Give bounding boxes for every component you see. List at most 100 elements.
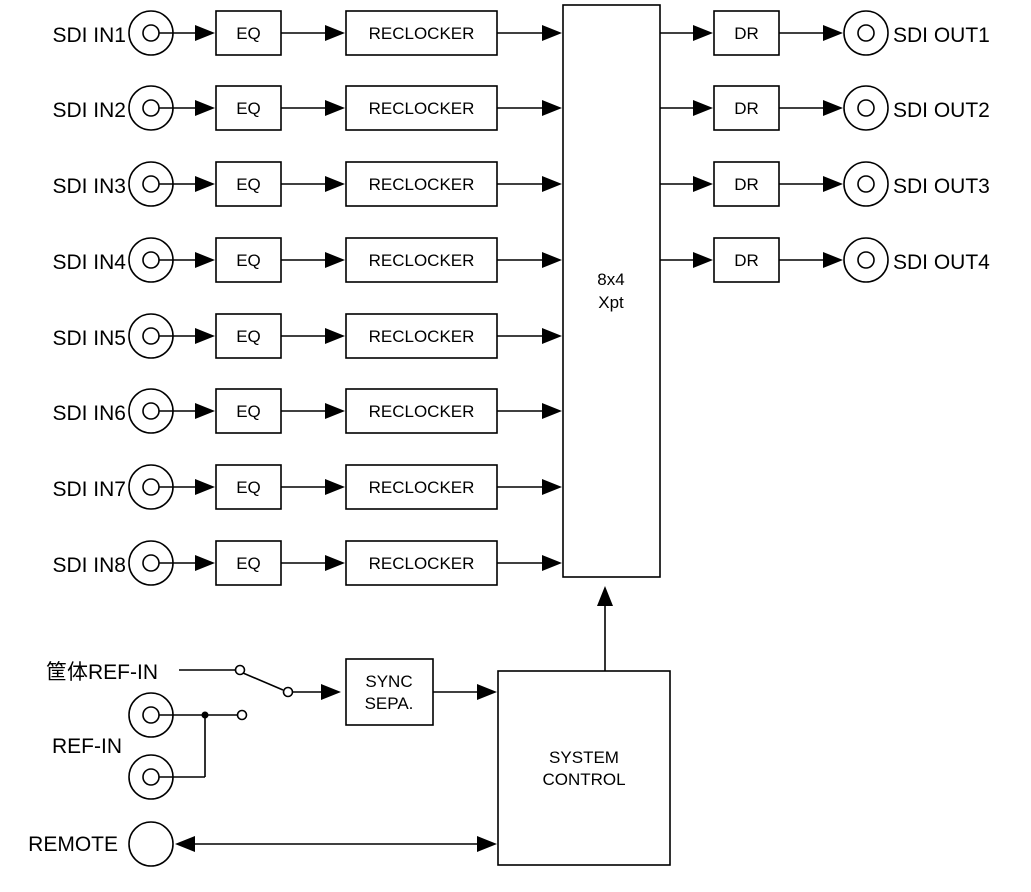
- system-control-block: SYSTEM CONTROL: [497, 670, 671, 866]
- driver-to-connector-arrowhead: [823, 100, 843, 116]
- eq-label: EQ: [236, 99, 261, 118]
- xpt-to-driver-arrowhead: [693, 100, 713, 116]
- reclocker-to-xpt-arrowhead: [542, 479, 562, 495]
- reclocker-to-xpt-arrowhead: [542, 100, 562, 116]
- connector-to-eq-arrowhead: [195, 479, 215, 495]
- reclocker-label: RECLOCKER: [369, 175, 475, 194]
- driver-box: [713, 237, 780, 283]
- eq-box: [215, 540, 282, 586]
- eq-label: EQ: [236, 478, 261, 497]
- switch-to-sync-arrowhead: [321, 684, 341, 700]
- sdi-input-connector-pin: [142, 327, 160, 345]
- sdi-input-connector-pin: [142, 251, 160, 269]
- eq-to-reclocker-arrowhead: [325, 328, 345, 344]
- eq-to-reclocker-arrowhead: [325, 555, 345, 571]
- reclocker-box: [345, 388, 498, 434]
- eq-box: [215, 313, 282, 359]
- sdi-output-label: SDI OUT1: [893, 24, 990, 47]
- crosspoint-block: 8x4 Xpt: [562, 4, 661, 578]
- connector-to-eq-arrowhead: [195, 176, 215, 192]
- sdi-output-connector-pin: [857, 251, 875, 269]
- sdi-output-connector-pin: [857, 175, 875, 193]
- sdi-output-label: SDI OUT2: [893, 99, 990, 122]
- sdi-input-label: SDI IN5: [52, 327, 126, 350]
- output-row: DR SDI OUT1: [660, 10, 990, 56]
- sdi-input-connector-pin: [142, 24, 160, 42]
- eq-to-reclocker-arrowhead: [325, 252, 345, 268]
- reclocker-to-xpt-arrowhead: [542, 555, 562, 571]
- eq-box: [215, 237, 282, 283]
- sdi-output-label: SDI OUT3: [893, 175, 990, 198]
- reclocker-label: RECLOCKER: [369, 402, 475, 421]
- sdi-input-connector-pin: [142, 99, 160, 117]
- reclocker-box: [345, 313, 498, 359]
- remote-arrowhead-left: [175, 836, 195, 852]
- input-row: SDI IN1 EQ RECLOCKER: [52, 10, 562, 56]
- connector-to-eq-arrowhead: [195, 25, 215, 41]
- driver-label: DR: [734, 175, 759, 194]
- eq-label: EQ: [236, 24, 261, 43]
- eq-box: [215, 10, 282, 56]
- external-ref-label: REF-IN: [52, 735, 122, 758]
- reclocker-label: RECLOCKER: [369, 554, 475, 573]
- crosspoint-label-line2: Xpt: [598, 293, 624, 312]
- reclocker-to-xpt-arrowhead: [542, 328, 562, 344]
- connector-to-eq-arrowhead: [195, 403, 215, 419]
- input-row: SDI IN7 EQ RECLOCKER: [52, 464, 562, 510]
- eq-box: [215, 85, 282, 131]
- driver-box: [713, 85, 780, 131]
- sync-to-control-arrowhead: [477, 684, 497, 700]
- sdi-input-label: SDI IN8: [52, 554, 126, 577]
- sdi-input-label: SDI IN1: [52, 24, 126, 47]
- ref-in-junction-dot: [201, 711, 209, 719]
- internal-ref-label: 筐体REF-IN: [46, 661, 158, 684]
- reclocker-to-xpt-arrowhead: [542, 25, 562, 41]
- connector-to-eq-arrowhead: [195, 328, 215, 344]
- sdi-output-connector-pin: [857, 99, 875, 117]
- reclocker-label: RECLOCKER: [369, 478, 475, 497]
- connector-to-eq-arrowhead: [195, 555, 215, 571]
- system-control-label-line1: SYSTEM: [549, 748, 619, 767]
- xpt-to-driver-arrowhead: [693, 176, 713, 192]
- reclocker-label: RECLOCKER: [369, 99, 475, 118]
- driver-to-connector-arrowhead: [823, 252, 843, 268]
- sdi-input-label: SDI IN7: [52, 478, 126, 501]
- eq-label: EQ: [236, 402, 261, 421]
- crosspoint-box: [562, 4, 661, 578]
- eq-label: EQ: [236, 251, 261, 270]
- reclocker-box: [345, 161, 498, 207]
- xpt-to-driver-arrowhead: [693, 25, 713, 41]
- reclocker-label: RECLOCKER: [369, 251, 475, 270]
- eq-box: [215, 388, 282, 434]
- control-to-crosspoint-arrowhead: [597, 586, 613, 606]
- connector-to-eq-arrowhead: [195, 100, 215, 116]
- remote-connector: [128, 821, 174, 867]
- sdi-input-connector-pin: [142, 478, 160, 496]
- ref-in-connector-2-pin: [142, 768, 160, 786]
- switch-common-contact: [282, 686, 294, 698]
- reclocker-box: [345, 85, 498, 131]
- driver-to-connector-arrowhead: [823, 176, 843, 192]
- sdi-input-label: SDI IN3: [52, 175, 126, 198]
- eq-label: EQ: [236, 554, 261, 573]
- sync-separator-label-line1: SYNC: [365, 672, 412, 691]
- driver-label: DR: [734, 24, 759, 43]
- sync-separator-box: [345, 658, 434, 726]
- connector-to-eq-arrowhead: [195, 252, 215, 268]
- sdi-input-connector-pin: [142, 554, 160, 572]
- sdi-output-connector-pin: [857, 24, 875, 42]
- crosspoint-label-line1: 8x4: [597, 270, 624, 289]
- reclocker-to-xpt-arrowhead: [542, 252, 562, 268]
- remote-arrowhead-right: [477, 836, 497, 852]
- reclocker-box: [345, 10, 498, 56]
- system-control-box: [497, 670, 671, 866]
- eq-to-reclocker-arrowhead: [325, 25, 345, 41]
- reclocker-label: RECLOCKER: [369, 24, 475, 43]
